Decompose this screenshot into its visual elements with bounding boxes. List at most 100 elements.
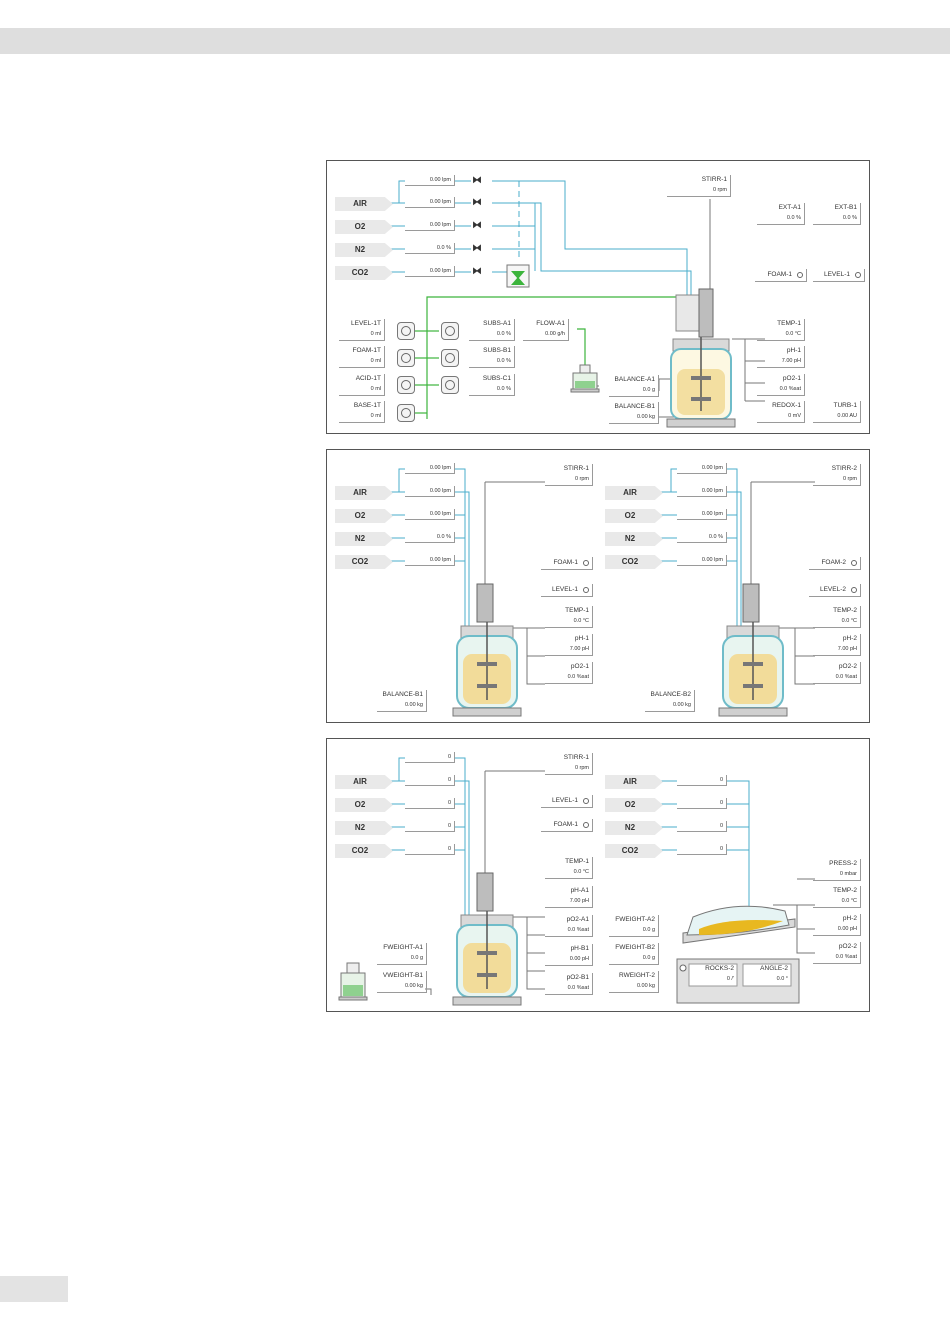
rocker-platform bbox=[676, 905, 800, 1004]
level-indicator[interactable]: LEVEL-1 bbox=[541, 584, 593, 597]
pump-icon[interactable] bbox=[441, 376, 459, 394]
flow-value[interactable]: 0 bbox=[405, 844, 455, 855]
pump-icon[interactable] bbox=[397, 349, 415, 367]
flow-value[interactable]: 0 bbox=[677, 844, 727, 855]
foam-indicator[interactable]: FOAM-1 bbox=[755, 269, 807, 282]
flow-value[interactable]: 0 bbox=[405, 798, 455, 809]
flow-value[interactable]: 0.00 lpm bbox=[405, 220, 455, 231]
flow-value[interactable]: 0.00 lpm bbox=[677, 509, 727, 520]
pump-icon[interactable] bbox=[441, 349, 459, 367]
foam-indicator[interactable]: FOAM-2 bbox=[809, 557, 861, 570]
gas-valve-icon[interactable]: ⧓ bbox=[472, 220, 482, 231]
gas-valve-icon[interactable]: ⧓ bbox=[472, 266, 482, 277]
flow-value[interactable]: 0.00 lpm bbox=[405, 175, 455, 186]
flow-value[interactable]: 0.0 % bbox=[405, 532, 455, 543]
gas-label-o2: O2 bbox=[335, 509, 393, 523]
flow-value[interactable]: 0.0 % bbox=[677, 532, 727, 543]
flow-value[interactable]: 0 bbox=[677, 775, 727, 786]
flow-value[interactable]: 0.00 lpm bbox=[677, 486, 727, 497]
flow-value[interactable]: 0.00 lpm bbox=[405, 266, 455, 277]
flow-value[interactable]: 0.00 lpm bbox=[677, 463, 727, 474]
foam-indicator[interactable]: FOAM-1 bbox=[541, 819, 593, 832]
gas-label-o2: O2 bbox=[335, 220, 393, 234]
flow-value[interactable]: 0.00 lpm bbox=[405, 197, 455, 208]
gas-label-n2: N2 bbox=[605, 821, 663, 835]
gas-valve-icon[interactable]: ⧓ bbox=[472, 243, 482, 254]
pump-icon[interactable] bbox=[397, 376, 415, 394]
gas-label-n2: N2 bbox=[335, 821, 393, 835]
level-indicator[interactable]: LEVEL-2 bbox=[809, 584, 861, 597]
flow-value[interactable]: 0.00 lpm bbox=[405, 463, 455, 474]
foam-indicator[interactable]: FOAM-1 bbox=[541, 557, 593, 570]
flow-value[interactable]: 0.00 lpm bbox=[677, 555, 727, 566]
gas-valve-icon[interactable]: ⧓ bbox=[472, 175, 482, 186]
level-indicator[interactable]: LEVEL-1 bbox=[813, 269, 865, 282]
pump-icon[interactable] bbox=[397, 322, 415, 340]
flow-value[interactable]: 0.00 lpm bbox=[405, 486, 455, 497]
flow-value[interactable]: 0 bbox=[677, 798, 727, 809]
flow-value[interactable]: 0.00 lpm bbox=[405, 509, 455, 520]
level-indicator[interactable]: LEVEL-1 bbox=[541, 795, 593, 808]
gas-label-air: AIR bbox=[605, 486, 663, 500]
flow-value[interactable]: 0 bbox=[405, 752, 455, 763]
flow-value[interactable]: 0 bbox=[405, 821, 455, 832]
flow-value[interactable]: 0.00 lpm bbox=[405, 555, 455, 566]
gas-label-air: AIR bbox=[335, 775, 393, 789]
gas-valve-icon[interactable]: ⧓ bbox=[472, 197, 482, 208]
gas-label-o2: O2 bbox=[335, 798, 393, 812]
flow-value[interactable]: 0 bbox=[405, 775, 455, 786]
flow-value[interactable]: 0.0 % bbox=[405, 243, 455, 254]
pump-icon[interactable] bbox=[397, 404, 415, 422]
pump-icon[interactable] bbox=[441, 322, 459, 340]
flow-value[interactable]: 0 bbox=[677, 821, 727, 832]
gas-label-n2: N2 bbox=[605, 532, 663, 546]
gas-label-air: AIR bbox=[335, 197, 393, 211]
